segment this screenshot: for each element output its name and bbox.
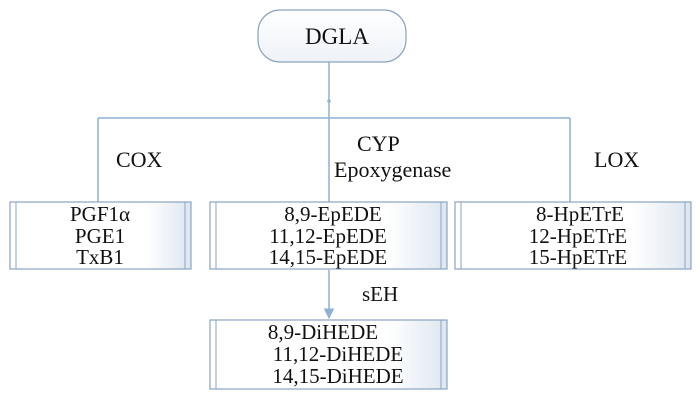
lox-products-box: 8-HpETrE 12-HpETrE 15-HpETrE: [454, 201, 692, 270]
cox-label: COX: [116, 147, 163, 172]
cyp-label-line2: Epoxygenase: [334, 157, 451, 182]
root-junction-dot: [327, 99, 331, 103]
root-node: DGLA: [257, 9, 407, 63]
lox-product-1: 8-HpETrE: [536, 202, 624, 226]
dihede-product-2: 11,12-DiHEDE: [273, 342, 403, 366]
dihede-product-3: 14,15-DiHEDE: [272, 364, 403, 388]
seh-label: sEH: [362, 282, 398, 306]
cyp-label-line1: CYP: [357, 131, 400, 156]
cyp-product-1: 8,9-EpEDE: [284, 202, 381, 226]
cyp-product-2: 11,12-EpEDE: [269, 224, 387, 248]
cox-product-2: PGE1: [75, 224, 125, 248]
root-label: DGLA: [305, 24, 369, 49]
dihede-products-box: 8,9-DiHEDE 11,12-DiHEDE 14,15-DiHEDE: [209, 319, 448, 390]
dihede-product-1: 8,9-DiHEDE: [268, 320, 378, 344]
cox-products-box: PGF1α PGE1 TxB1: [9, 201, 192, 270]
connector-lines: [97, 62, 571, 320]
cox-product-3: TxB1: [76, 245, 124, 269]
cyp-product-3: 14,15-EpEDE: [269, 245, 387, 269]
cox-product-1: PGF1α: [70, 202, 130, 226]
cyp-products-box: 8,9-EpEDE 11,12-EpEDE 14,15-EpEDE: [209, 201, 448, 270]
lox-product-2: 12-HpETrE: [529, 224, 627, 248]
lox-label: LOX: [594, 147, 639, 172]
lox-product-3: 15-HpETrE: [529, 245, 627, 269]
